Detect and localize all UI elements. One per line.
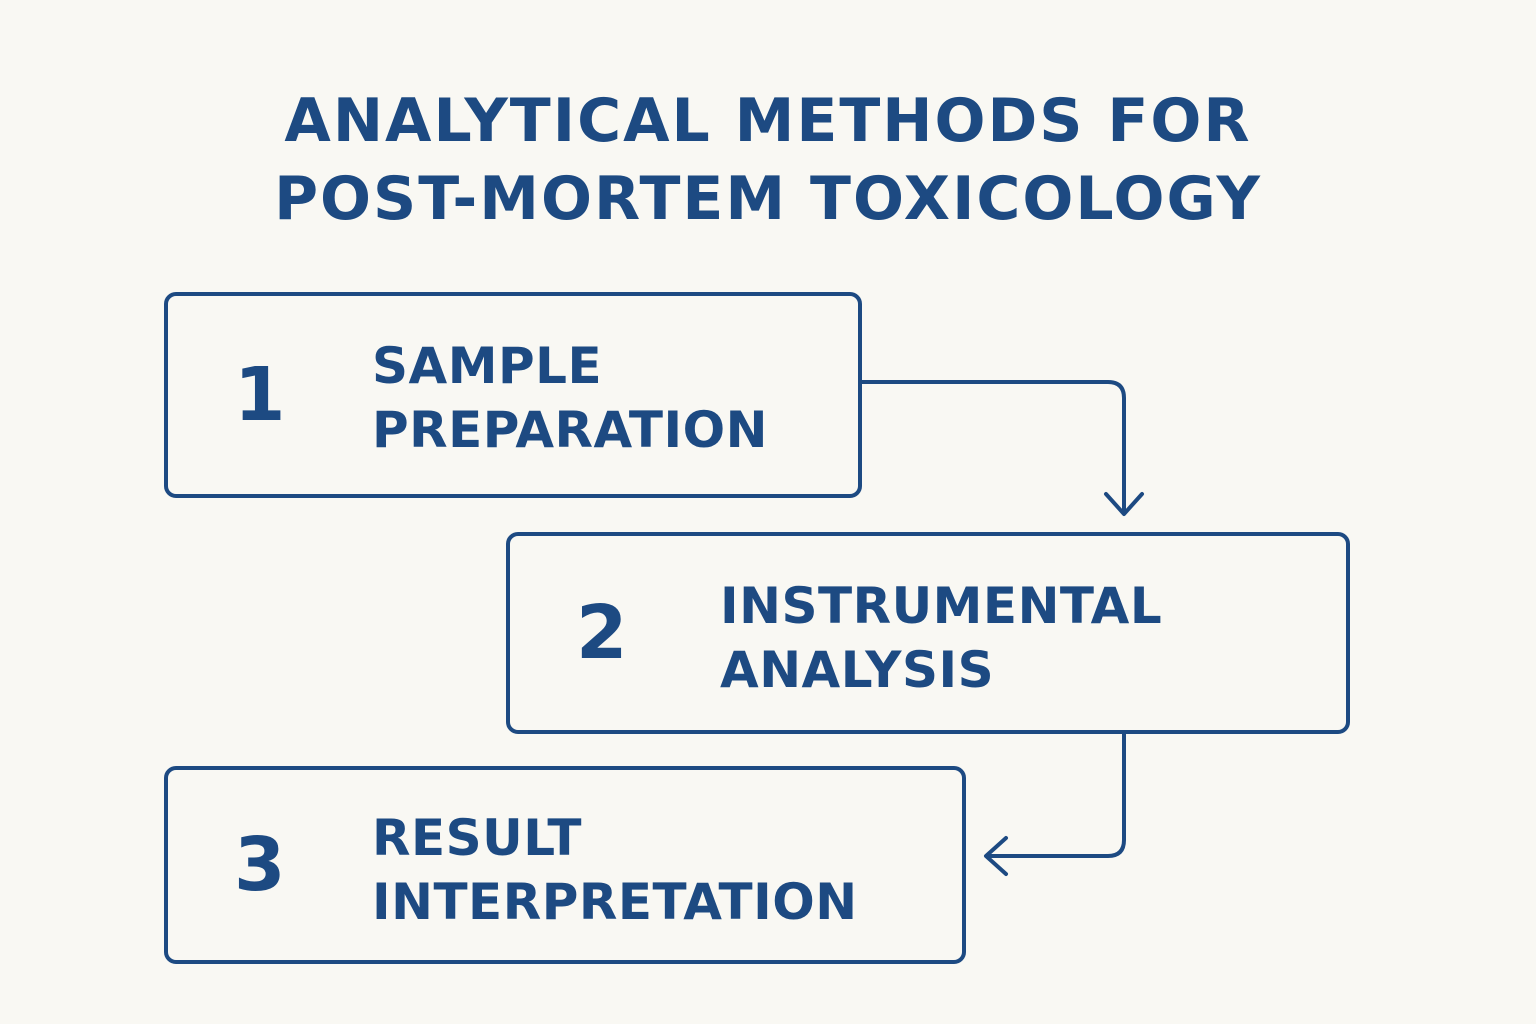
title-line-1: ANALYTICAL METHODS FOR [284, 86, 1252, 156]
step-label-line-2: PREPARATION [372, 401, 768, 459]
step-label-line-1: RESULT [372, 809, 582, 867]
step-label-line-1: SAMPLE [372, 337, 603, 395]
step-number: 2 [576, 590, 628, 676]
step-instrumental-analysis: 2 INSTRUMENTAL ANALYSIS [506, 532, 1350, 734]
step-label: INSTRUMENTAL ANALYSIS [720, 574, 1162, 702]
step-label-line-1: INSTRUMENTAL [720, 577, 1163, 635]
step-label-line-2: INTERPRETATION [372, 873, 858, 931]
step-label: RESULT INTERPRETATION [372, 806, 858, 934]
arrow-step2-to-step3 [986, 732, 1126, 858]
step-number: 3 [234, 822, 286, 908]
arrowhead-left-icon [984, 836, 1008, 876]
arrow-step1-to-step2 [860, 380, 1126, 514]
diagram-title: ANALYTICAL METHODS FOR POST-MORTEM TOXIC… [0, 82, 1536, 238]
step-number: 1 [234, 352, 286, 438]
title-line-2: POST-MORTEM TOXICOLOGY [274, 164, 1262, 234]
step-result-interpretation: 3 RESULT INTERPRETATION [164, 766, 966, 964]
step-label: SAMPLE PREPARATION [372, 334, 768, 462]
arrowhead-down-icon [1104, 492, 1144, 516]
step-sample-preparation: 1 SAMPLE PREPARATION [164, 292, 862, 498]
step-label-line-2: ANALYSIS [720, 641, 995, 699]
